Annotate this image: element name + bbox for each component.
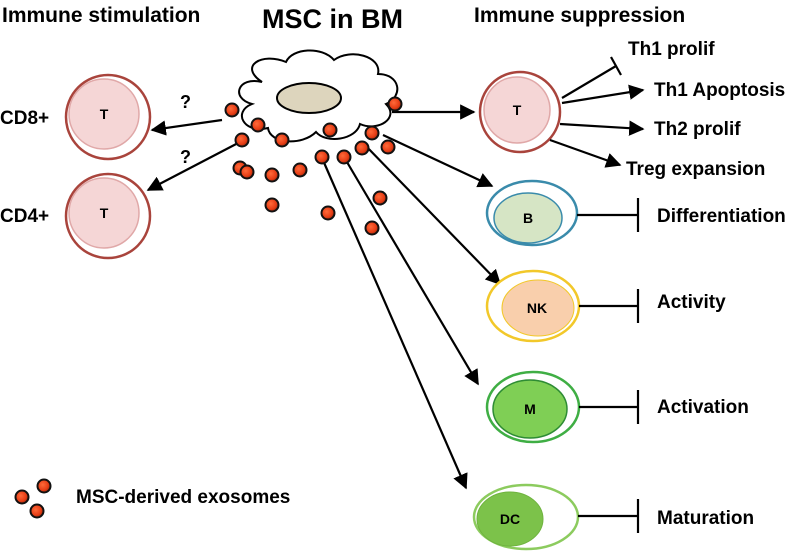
arrow-th1-apoptosis xyxy=(561,84,645,105)
legend-exosome-dot xyxy=(29,503,45,519)
label-th1-apoptosis: Th1 Apoptosis xyxy=(654,80,785,101)
label-differentiation: Differentiation xyxy=(657,206,786,227)
exosome-dot xyxy=(239,164,255,180)
cd8-label: CD8+ xyxy=(0,108,49,129)
label-activity: Activity xyxy=(657,292,726,313)
cd4-t-cell-label: T xyxy=(100,205,109,221)
dc-cell-label: DC xyxy=(500,511,520,527)
exosome-dot xyxy=(274,132,290,148)
exosome-dot xyxy=(372,190,388,206)
exosome-cluster xyxy=(224,96,403,236)
label-activation: Activation xyxy=(657,397,749,418)
b-cell: B xyxy=(485,179,579,247)
label-maturation: Maturation xyxy=(657,508,754,529)
header-msc-in-bm: MSC in BM xyxy=(262,4,403,34)
msc-cell xyxy=(238,49,399,143)
legend-exosome-dot xyxy=(36,478,52,494)
exosome-dot xyxy=(264,167,280,183)
label-treg-expansion: Treg expansion xyxy=(626,159,765,180)
exosome-dot xyxy=(320,205,336,221)
exosome-dot xyxy=(264,197,280,213)
nk-cell-inhibition xyxy=(579,289,640,323)
macrophage-inhibition xyxy=(579,390,640,424)
header-immune-suppression: Immune suppression xyxy=(474,4,685,27)
label-th2-prolif: Th2 prolif xyxy=(654,119,741,140)
label-th1-prolif: Th1 prolif xyxy=(628,39,715,60)
arrow-to-cd4 xyxy=(146,141,241,191)
arrow-treg-expansion xyxy=(549,138,622,168)
b-cell-label: B xyxy=(523,210,533,226)
nk-cell-label: NK xyxy=(527,300,547,316)
legend-label: MSC-derived exosomes xyxy=(76,487,290,508)
right-t-cell-label: T xyxy=(513,102,522,118)
exosome-dot xyxy=(387,96,403,112)
b-cell-inhibition xyxy=(577,198,640,232)
th1-prolif-inhibition xyxy=(561,56,622,99)
exosome-dot xyxy=(380,139,396,155)
header-immune-stimulation: Immune stimulation xyxy=(2,4,200,27)
msc-nucleus xyxy=(276,82,342,114)
exosome-dot xyxy=(224,102,240,118)
exosome-dot xyxy=(322,122,338,138)
legend-exosome-dot xyxy=(14,489,30,505)
exosome-dot xyxy=(354,140,370,156)
exosome-dot xyxy=(336,149,352,165)
exosome-dot xyxy=(234,132,250,148)
exosome-dot xyxy=(364,220,380,236)
right-t-cell: T xyxy=(478,70,562,154)
exosome-dot xyxy=(250,117,266,133)
macrophage-label: M xyxy=(524,401,536,417)
arrow-to-nk-cell xyxy=(362,142,502,286)
nk-cell: NK xyxy=(485,269,581,343)
cd8-t-cell-label: T xyxy=(100,106,109,122)
exosome-dot xyxy=(292,162,308,178)
arrow-to-b-cell xyxy=(382,134,494,188)
arrow-to-macrophage xyxy=(343,156,479,386)
arrow-to-cd8 xyxy=(150,118,223,136)
macrophage-cell: M xyxy=(485,370,581,444)
dc-cell: DC xyxy=(472,483,580,551)
cd8-t-cell: T xyxy=(64,73,152,161)
legend-exosome-icon xyxy=(14,478,52,519)
question-mark-cd4: ? xyxy=(180,147,191,167)
exosome-dot xyxy=(314,149,330,165)
cd4-t-cell: T xyxy=(64,172,152,260)
exosome-dot xyxy=(364,125,380,141)
dc-inhibition xyxy=(578,499,640,533)
arrow-to-dc xyxy=(320,157,468,490)
cd4-label: CD4+ xyxy=(0,206,49,227)
arrow-th2-prolif xyxy=(559,120,645,136)
question-mark-cd8: ? xyxy=(180,92,191,112)
